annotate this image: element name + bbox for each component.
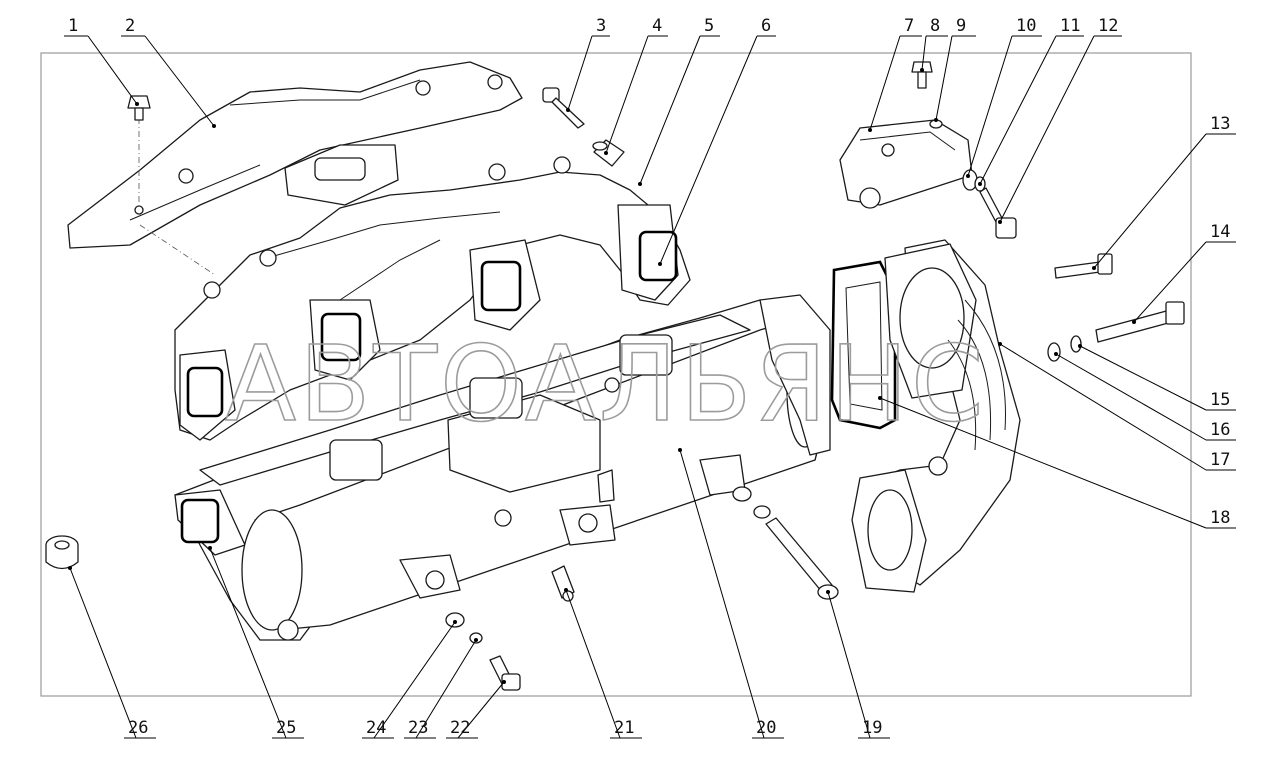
bolt-12 [979, 187, 1017, 239]
center-line-2 [139, 224, 216, 276]
svg-text:20: 20 [756, 718, 776, 738]
callout-18: 18 [878, 396, 1236, 529]
washer-15 [1070, 335, 1082, 353]
svg-text:7: 7 [904, 16, 914, 36]
callout-12: 12 [998, 16, 1122, 224]
callout-13: 13 [1092, 114, 1236, 270]
bolt-19 [765, 517, 839, 600]
callouts: 1 2 3 4 5 6 7 8 [64, 16, 1236, 739]
svg-text:9: 9 [956, 16, 966, 36]
shield-bolt-b [415, 80, 431, 96]
svg-text:13: 13 [1210, 114, 1230, 134]
callout-7: 7 [868, 16, 922, 132]
bolt-1 [127, 95, 151, 121]
callout-6: 6 [658, 16, 776, 266]
bolt-3 [542, 87, 585, 129]
callout-9: 9 [934, 16, 976, 122]
nut-near-19 [732, 486, 752, 502]
port-gasket-1 [186, 366, 224, 418]
svg-text:22: 22 [450, 718, 470, 738]
svg-text:11: 11 [1060, 16, 1080, 36]
washer-16 [1047, 342, 1061, 362]
bolt-14 [1095, 301, 1185, 343]
callout-23: 23 [404, 638, 478, 739]
svg-text:19: 19 [862, 718, 882, 738]
bolt-13 [1054, 253, 1113, 279]
heat-shield [67, 61, 523, 249]
callout-26: 26 [68, 566, 156, 739]
svg-text:4: 4 [652, 16, 662, 36]
elbow-pipe-17 [851, 239, 1021, 593]
callout-16: 16 [1054, 352, 1236, 441]
shield-bolt-a [178, 168, 194, 184]
svg-text:24: 24 [366, 718, 386, 738]
drawing-frame [40, 52, 1192, 697]
svg-text:1: 1 [68, 16, 78, 36]
svg-text:14: 14 [1210, 222, 1230, 242]
exhaust-manifold-lower [174, 294, 831, 641]
callout-19: 19 [826, 590, 890, 739]
callout-25: 25 [208, 546, 304, 739]
exhaust-manifold-upper [174, 144, 691, 441]
svg-text:23: 23 [408, 718, 428, 738]
svg-text:17: 17 [1210, 450, 1230, 470]
callout-17: 17 [998, 342, 1236, 471]
svg-text:2: 2 [125, 16, 135, 36]
watermark: АВТОАЛЬЯНС [225, 323, 987, 445]
callout-21: 21 [564, 588, 642, 739]
port-gasket-2 [320, 312, 362, 362]
gasket-18 [830, 260, 897, 430]
callout-3: 3 [566, 16, 610, 112]
port-gasket-3 [480, 260, 522, 312]
callout-5: 5 [638, 16, 720, 186]
svg-text:3: 3 [596, 16, 606, 36]
svg-text:15: 15 [1210, 390, 1230, 410]
bolt-22 [489, 655, 521, 691]
svg-text:16: 16 [1210, 420, 1230, 440]
svg-text:10: 10 [1016, 16, 1036, 36]
washer-near-19 [753, 505, 771, 519]
svg-text:18: 18 [1210, 508, 1230, 528]
end-gasket [180, 498, 220, 544]
callout-22: 22 [446, 680, 506, 739]
svg-text:25: 25 [276, 718, 296, 738]
bracket-7 [839, 119, 973, 209]
callout-11: 11 [978, 16, 1084, 186]
callout-4: 4 [604, 16, 668, 155]
port-gasket-4 [638, 230, 678, 282]
callout-8: 8 [920, 16, 948, 72]
callout-2: 2 [121, 16, 216, 128]
shield-bolt-c [487, 74, 503, 90]
callout-14: 14 [1132, 222, 1236, 324]
callout-1: 1 [64, 16, 139, 106]
svg-text:5: 5 [704, 16, 714, 36]
svg-text:21: 21 [614, 718, 634, 738]
fitting-21 [551, 565, 575, 602]
plug-26 [45, 535, 79, 570]
sleeve-4 [592, 139, 625, 167]
svg-text:6: 6 [761, 16, 771, 36]
callout-10: 10 [966, 16, 1042, 178]
svg-text:26: 26 [128, 718, 148, 738]
svg-text:8: 8 [930, 16, 940, 36]
callout-15: 15 [1078, 344, 1236, 411]
svg-text:12: 12 [1098, 16, 1118, 36]
callout-24: 24 [362, 620, 457, 739]
callout-20: 20 [678, 448, 784, 739]
